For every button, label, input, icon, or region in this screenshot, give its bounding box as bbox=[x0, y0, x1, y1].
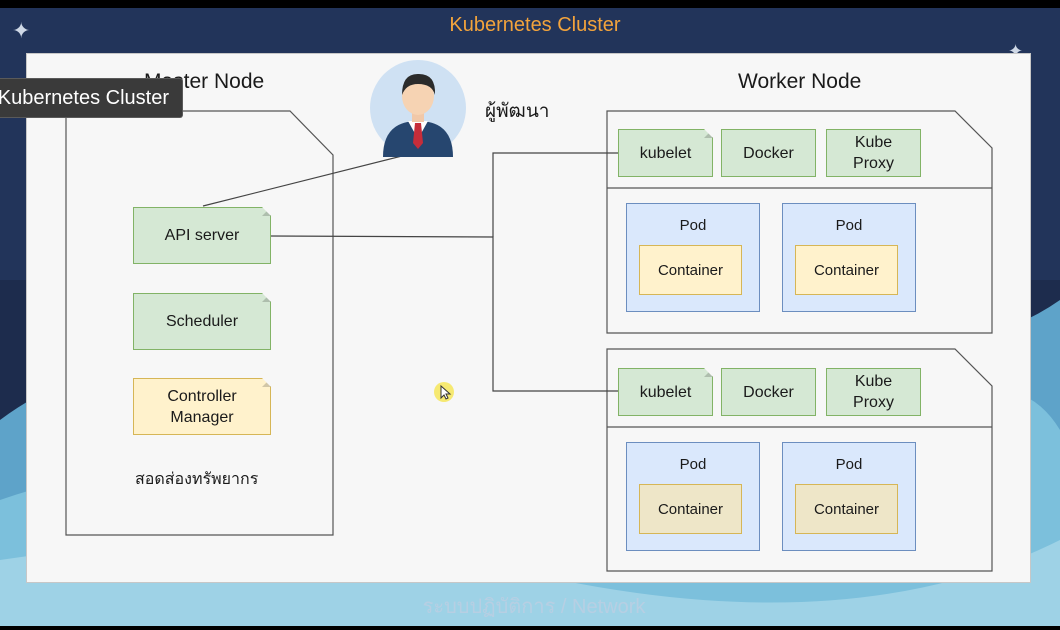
kube-proxy-box[interactable]: Kube Proxy bbox=[826, 129, 921, 177]
pod-box[interactable]: Pod Container bbox=[782, 442, 916, 551]
docker-box[interactable]: Docker bbox=[721, 368, 816, 416]
container-box[interactable]: Container bbox=[639, 245, 742, 295]
kubelet-box[interactable]: kubelet bbox=[618, 368, 713, 416]
pod-label: Pod bbox=[679, 217, 707, 234]
pod-label: Pod bbox=[679, 456, 707, 473]
tooltip-text: Kubernetes Cluster bbox=[0, 87, 169, 109]
kube-proxy-box[interactable]: Kube Proxy bbox=[826, 368, 921, 416]
user-icon bbox=[370, 60, 466, 157]
sparkle-icon: ✦ bbox=[12, 18, 31, 43]
worker-node-title: Worker Node bbox=[738, 70, 862, 93]
worker-node-frame-2 bbox=[606, 348, 993, 572]
container-box[interactable]: Container bbox=[795, 484, 898, 534]
bottom-black-bar bbox=[0, 626, 1060, 630]
scheduler-box[interactable]: Scheduler bbox=[133, 293, 271, 350]
container-box[interactable]: Container bbox=[795, 245, 898, 295]
resource-monitor-label: สอดส่องทรัพยากร bbox=[135, 471, 259, 488]
api-connector bbox=[269, 235, 618, 392]
cluster-title: Kubernetes Cluster bbox=[449, 14, 621, 36]
controller-manager-box[interactable]: Controller Manager bbox=[133, 378, 271, 435]
api-server-box[interactable]: API server bbox=[133, 207, 271, 264]
top-black-bar bbox=[0, 0, 1060, 8]
master-node-frame bbox=[65, 110, 334, 536]
worker-node-frame-1 bbox=[606, 110, 993, 334]
docker-box[interactable]: Docker bbox=[721, 129, 816, 177]
pod-box[interactable]: Pod Container bbox=[782, 203, 916, 312]
pod-box[interactable]: Pod Container bbox=[626, 203, 760, 312]
footer-caption: ระบบปฏิบัติการ / Network bbox=[422, 596, 646, 618]
tooltip: Kubernetes Cluster bbox=[0, 78, 183, 118]
pod-label: Pod bbox=[835, 217, 863, 234]
pod-label: Pod bbox=[835, 456, 863, 473]
container-box[interactable]: Container bbox=[639, 484, 742, 534]
kubelet-box[interactable]: kubelet bbox=[618, 129, 713, 177]
pod-box[interactable]: Pod Container bbox=[626, 442, 760, 551]
developer-label: ผู้พัฒนา bbox=[485, 101, 550, 122]
kubelet-connector bbox=[492, 152, 618, 237]
mouse-cursor-icon bbox=[434, 382, 454, 402]
developer-connector bbox=[202, 151, 419, 207]
